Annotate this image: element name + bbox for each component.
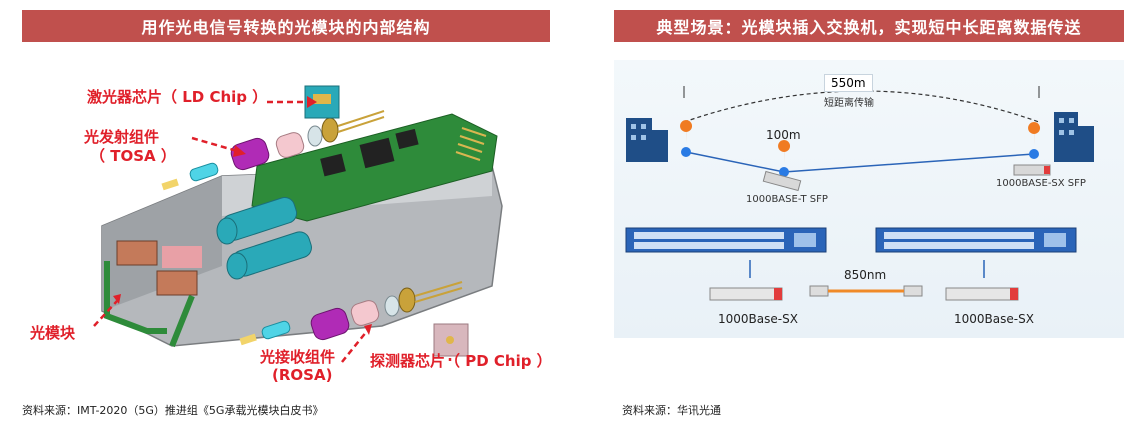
ld-chip-callout: 激光器芯片（ LD Chip ） xyxy=(87,88,268,106)
right-panel: 典型场景：光模块插入交换机，实现短中长距离数据传送 xyxy=(614,10,1124,417)
left-source-note: 资料来源：IMT-2020（5G）推进组《5G承载光模块白皮书》 xyxy=(22,404,324,417)
tosa-callout-abbr: （ TOSA ） xyxy=(90,147,176,165)
rosa-callout-name: 光接收组件 xyxy=(260,348,336,366)
left-panel: 用作光电信号转换的光模块的内部结构 xyxy=(22,10,552,417)
sfp-sx-label: 1000BASE-SX SFP xyxy=(996,178,1086,189)
network-scenario-diagram: 550m 短距离传输 100m 1000BASE-T SFP 1000BASE-… xyxy=(614,60,1124,338)
right-panel-title: 典型场景：光模块插入交换机，实现短中长距离数据传送 xyxy=(614,10,1124,42)
left-panel-title: 用作光电信号转换的光模块的内部结构 xyxy=(22,10,550,42)
pd-chip-callout: 探测器芯片（ PD Chip ） xyxy=(370,352,552,370)
module-right-label: 1000Base-SX xyxy=(954,312,1034,326)
module-callout: 光模块 xyxy=(30,324,76,342)
tosa-callout-name: 光发射组件 xyxy=(84,128,160,146)
long-distance-caption: 短距离传输 xyxy=(824,98,874,109)
network-scenario-illustration xyxy=(625,86,1094,301)
sfp-t-label: 1000BASE-T SFP xyxy=(746,194,828,205)
fiber-distance-label: 850nm xyxy=(844,268,887,282)
short-distance-label: 100m xyxy=(766,128,801,142)
optical-module-diagram: 激光器芯片（ LD Chip ） 光发射组件 （ TOSA ） 光模块 光接收组… xyxy=(22,56,552,384)
module-left-label: 1000Base-SX xyxy=(718,312,798,326)
optical-module-illustration xyxy=(93,85,503,363)
rosa-callout-abbr: (ROSA) xyxy=(272,366,333,384)
long-distance-label: 550m xyxy=(824,74,873,92)
right-source-note: 资料来源：华讯光通 xyxy=(622,404,721,417)
